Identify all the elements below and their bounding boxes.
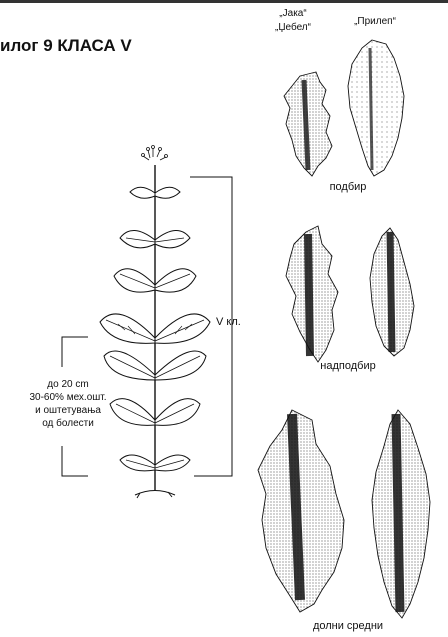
leaf-top-right — [348, 40, 404, 176]
plant-drawing — [62, 146, 232, 499]
leaf-top-left — [284, 72, 332, 176]
leaf-bottom-right — [372, 410, 430, 618]
leaf-middle-left — [286, 226, 338, 362]
leaf-middle-right — [370, 228, 414, 356]
note-bracket — [62, 337, 88, 476]
leaf-bottom-left — [258, 410, 344, 612]
